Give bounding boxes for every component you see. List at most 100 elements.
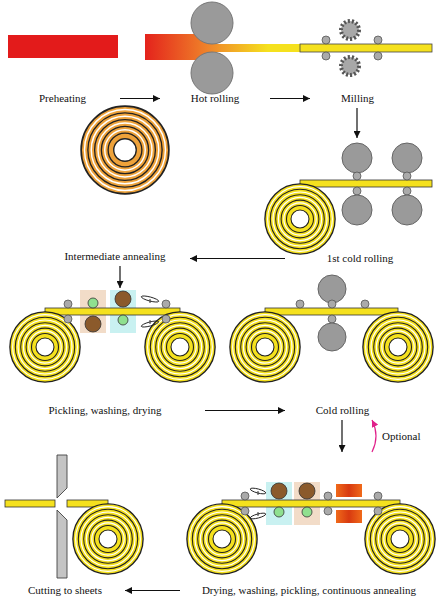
hot-rolling-mill — [191, 2, 233, 44]
step-caption: 1st cold rolling — [327, 252, 394, 265]
heated-slab — [8, 35, 118, 58]
pickling-line — [45, 308, 180, 315]
hot-rolling-mill — [145, 2, 300, 94]
process-step: Pickling, washing, drying — [5, 288, 205, 420]
continuous-annealing-line — [374, 507, 382, 515]
pickling-line — [118, 315, 128, 325]
flow-arrow — [119, 266, 120, 288]
process-step: Intermediate annealing — [40, 198, 190, 266]
continuous-annealing-line — [365, 504, 435, 574]
pickling-line — [64, 315, 72, 323]
step-caption: Preheating — [39, 92, 86, 105]
milling-unit — [341, 21, 359, 39]
continuous-annealing-line — [336, 510, 362, 523]
pickling-line — [162, 315, 170, 323]
first-cold-rolling-mill — [392, 143, 422, 173]
pickling-line — [141, 320, 159, 329]
cold-rolling-mill — [296, 300, 304, 308]
milling-unit — [322, 52, 330, 60]
shear — [57, 510, 67, 578]
pickling-line — [141, 295, 159, 304]
pickling-line — [150, 299, 151, 303]
continuous-annealing-line — [250, 512, 266, 520]
flow-arrow — [190, 258, 285, 259]
pickling-line — [145, 312, 215, 382]
continuous-annealing-line — [271, 483, 287, 499]
flow-arrow — [205, 410, 285, 411]
heated-slab — [8, 35, 118, 58]
pickling-line — [85, 316, 101, 332]
step-caption: Milling — [341, 92, 374, 105]
step-caption: Hot rolling — [191, 92, 240, 105]
continuous-annealing-line — [187, 482, 435, 574]
flow-arrow — [125, 590, 180, 591]
flow-arrow — [120, 98, 160, 99]
first-cold-rolling-mill — [342, 195, 372, 225]
optional-arrow — [372, 420, 376, 452]
annealed-coil — [81, 106, 169, 194]
shear — [57, 455, 67, 498]
milling-unit — [322, 36, 330, 44]
annealed-coil — [81, 106, 169, 194]
cold-rolling-mill — [265, 308, 398, 315]
milling-unit — [374, 52, 382, 60]
flow-arrow — [270, 98, 310, 99]
pickling-line — [64, 300, 72, 308]
flow-arrow — [356, 108, 357, 138]
step-caption: Pickling, washing, drying — [48, 404, 161, 417]
first-cold-rolling-mill — [265, 143, 432, 254]
process-step: Cutting to sheets — [5, 452, 125, 600]
continuous-annealing-line — [258, 512, 259, 516]
process-step: Milling — [310, 5, 405, 108]
first-cold-rolling-mill — [300, 180, 432, 187]
step-caption: Cold rolling — [316, 404, 369, 417]
milling-unit — [374, 36, 382, 44]
milling-unit — [300, 21, 432, 75]
cold-rolling-mill — [363, 312, 433, 382]
hot-rolling-mill — [191, 52, 233, 94]
continuous-annealing-line — [250, 487, 266, 495]
first-cold-rolling-mill — [403, 172, 411, 180]
continuous-annealing-line — [324, 492, 332, 500]
milling-unit — [300, 44, 432, 52]
first-cold-rolling-mill — [342, 143, 372, 173]
step-caption: Intermediate annealing — [64, 250, 165, 263]
continuous-annealing-line — [241, 492, 249, 500]
milling-unit — [341, 57, 359, 75]
first-cold-rolling-mill — [353, 172, 361, 180]
cold-rolling-mill — [328, 300, 336, 308]
first-cold-rolling-mill — [265, 184, 335, 254]
cold-rolling-mill — [318, 275, 346, 303]
process-step: Cold rolling — [285, 288, 400, 420]
continuous-annealing-line — [299, 483, 315, 499]
process-step: Preheating — [5, 30, 120, 108]
pickling-line — [150, 320, 151, 324]
continuous-annealing-line — [222, 500, 400, 507]
first-cold-rolling-mill — [353, 187, 361, 195]
continuous-annealing-line — [274, 507, 284, 517]
shear — [73, 504, 143, 574]
continuous-annealing-line — [302, 507, 312, 517]
step-caption: Drying, washing, pickling, continuous an… — [202, 584, 416, 597]
continuous-annealing-line — [336, 484, 362, 497]
pickling-line — [10, 312, 80, 382]
process-step: Drying, washing, pickling, continuous an… — [180, 452, 438, 600]
pickling-line — [115, 291, 131, 307]
continuous-annealing-line — [324, 507, 332, 515]
shear — [5, 500, 55, 507]
shear — [5, 455, 143, 578]
pickling-line — [10, 290, 215, 382]
first-cold-rolling-mill — [403, 187, 411, 195]
flow-arrow — [341, 420, 342, 452]
continuous-annealing-line — [187, 504, 257, 574]
process-step: Hot rolling — [160, 0, 270, 108]
pickling-line — [162, 300, 170, 308]
edge-label: Optional — [381, 430, 422, 443]
continuous-annealing-line — [374, 492, 382, 500]
continuous-annealing-line — [241, 507, 249, 515]
cold-rolling-mill — [230, 275, 433, 382]
